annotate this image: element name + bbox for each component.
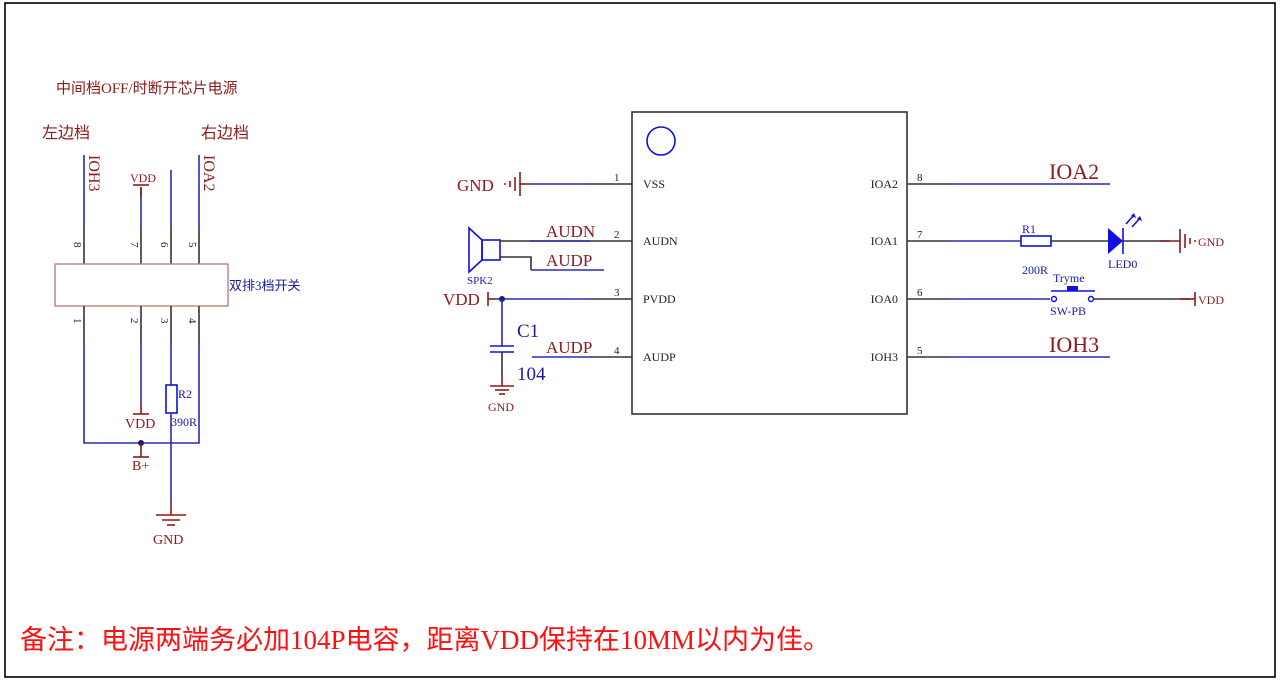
pin-num-3: 3 <box>158 318 170 324</box>
c1-value: 104 <box>517 364 546 385</box>
chip-pin-name-ioh3: IOH3 <box>871 350 898 364</box>
chip-pin-num-2: 2 <box>614 229 620 241</box>
resistor-r2 <box>165 384 178 414</box>
vdd-bottom-label: VDD <box>125 417 155 432</box>
gnd-vss-dot <box>504 183 506 185</box>
page-border <box>4 2 1276 678</box>
chip-pin-num-1: 1 <box>614 172 620 184</box>
net-label-ioh3: IOH3 <box>1049 332 1099 357</box>
button-label: Tryme <box>1053 271 1085 285</box>
pin-num-8: 8 <box>71 242 83 248</box>
pin-num-2: 2 <box>128 318 140 324</box>
chip-pin-num-5: 5 <box>917 345 923 357</box>
net-label-audn: AUDN <box>546 222 595 241</box>
switch-title: 中间档OFF/时断开芯片电源 <box>56 80 238 97</box>
gnd-label: GND <box>153 533 183 548</box>
switch-body <box>54 263 229 307</box>
speaker-ref: SPK2 <box>467 275 493 287</box>
chip-pin-name-audp: AUDP <box>643 350 676 364</box>
chip-pin-name-ioa2: IOA2 <box>871 177 898 191</box>
chip-pin-name-pvdd: PVDD <box>643 292 676 306</box>
chip-pin-num-4: 4 <box>614 345 620 357</box>
c1-ref: C1 <box>517 321 539 342</box>
pin-num-6: 6 <box>158 242 170 248</box>
net-label-audp-speaker: AUDP <box>546 251 592 270</box>
wire-audp-speaker <box>500 256 532 270</box>
led-arrowhead-2-icon <box>1137 216 1142 221</box>
vdd-pvdd-label: VDD <box>443 290 480 309</box>
pin-num-7: 7 <box>128 242 140 248</box>
chip-pin-name-vss: VSS <box>643 177 665 191</box>
chip: VSS AUDN PVDD AUDP IOA2 IOA1 IOA0 IOH3 1… <box>590 111 950 415</box>
chip-body <box>631 111 908 415</box>
pin1-marker-icon <box>646 126 676 156</box>
net-label-ioh3: IOH3 <box>85 155 102 191</box>
chip-pin-num-6: 6 <box>917 287 923 299</box>
pin-num-1: 1 <box>71 318 83 324</box>
led-arrowhead-1-icon <box>1131 213 1136 218</box>
led-ref: LED0 <box>1108 257 1137 271</box>
gnd-led-dot <box>1194 240 1196 242</box>
button-contact-left-icon <box>1050 295 1058 303</box>
r1-value: 200R <box>1022 263 1048 277</box>
switch-name: 双排3档开关 <box>229 278 301 293</box>
net-label-ioa2: IOA2 <box>1049 159 1099 184</box>
button-cap-icon <box>1067 286 1078 291</box>
left-circuit: GND SPK2 AUDN AUDP VDD C1 104 GND AUDP <box>443 172 604 414</box>
pin-num-5: 5 <box>186 242 198 248</box>
speaker-body-icon <box>481 239 501 261</box>
gnd-vss-label: GND <box>457 176 494 195</box>
r2-ref: R2 <box>178 387 192 401</box>
right-position-label: 右边档 <box>201 124 249 142</box>
resistor-r1 <box>1020 235 1052 247</box>
design-note: 备注：电源两端务必加104P电容，距离VDD保持在10MM以内为佳。 <box>20 625 830 655</box>
button-contact-right-icon <box>1087 295 1095 303</box>
chip-pin-name-audn: AUDN <box>643 234 678 248</box>
net-label-ioa2: IOA2 <box>200 155 217 191</box>
r1-ref: R1 <box>1022 222 1036 236</box>
vdd-button-label: VDD <box>1198 293 1224 307</box>
chip-pin-num-7: 7 <box>917 229 923 241</box>
switch-section: 中间档OFF/时断开芯片电源 左边档 右边档 VDD IOH3 IOA2 8 7… <box>42 80 301 548</box>
r2-value: 390R <box>171 415 197 429</box>
gnd-led-label: GND <box>1198 235 1224 249</box>
left-position-label: 左边档 <box>42 124 90 142</box>
pin-num-4: 4 <box>186 318 198 324</box>
vdd-top-label: VDD <box>130 171 156 185</box>
chip-pin-num-3: 3 <box>614 287 620 299</box>
speaker-cone-icon <box>468 226 483 274</box>
net-label-audp-pin: AUDP <box>546 338 592 357</box>
chip-pin-num-8: 8 <box>917 172 923 184</box>
right-circuit: IOA2 R1 200R LED0 GND Tryme SW-PB VDD <box>950 159 1224 358</box>
button-ref: SW-PB <box>1050 304 1086 318</box>
led-triangle-icon <box>1108 228 1123 254</box>
chip-pin-name-ioa0: IOA0 <box>871 292 898 306</box>
bplus-label: B+ <box>132 459 149 474</box>
gnd-c1-label: GND <box>488 400 514 414</box>
chip-pin-name-ioa1: IOA1 <box>871 234 898 248</box>
